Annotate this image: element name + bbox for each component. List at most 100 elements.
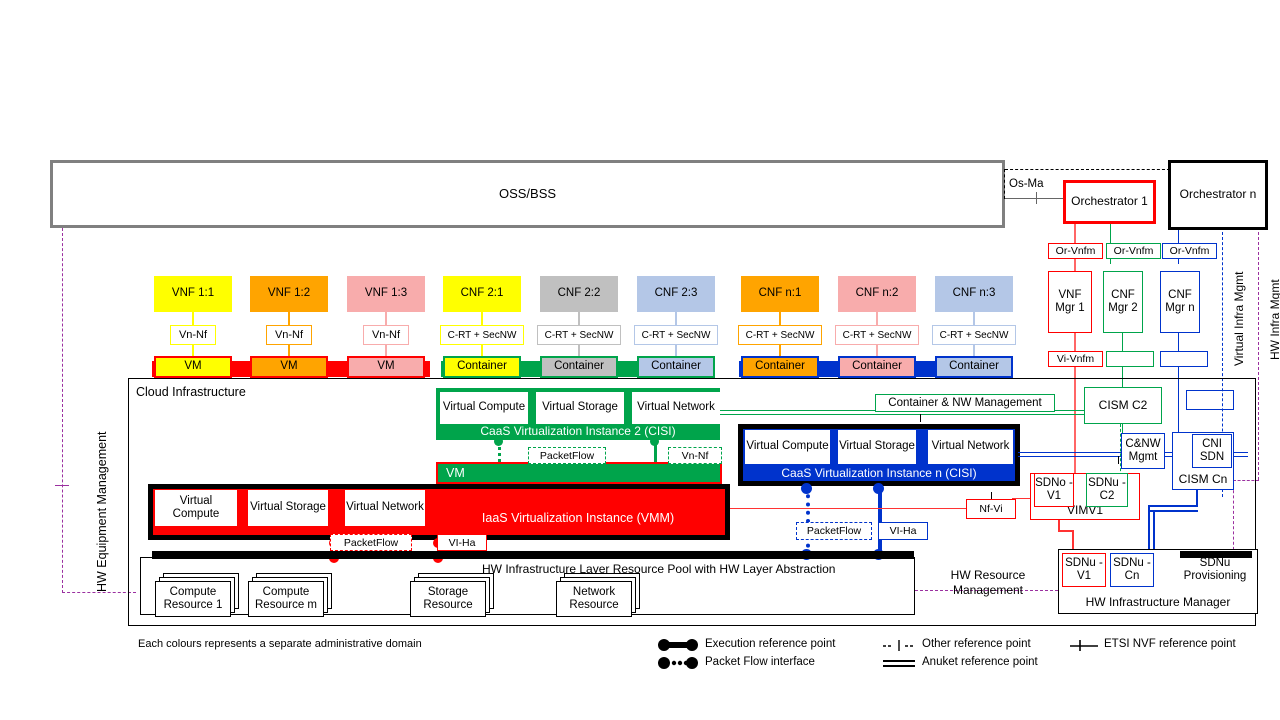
cisi2-virtual-network[interactable]: Virtual Network [632, 392, 720, 424]
cisin-vi-ha-rp: VI-Ha [878, 522, 928, 540]
nf-vi-line-left [730, 508, 1012, 509]
hw-pool-box [140, 557, 915, 615]
nf-vi-rp: Nf-Vi [966, 499, 1016, 519]
reference-point-label: Vn-Nf [371, 329, 401, 341]
hw-resource-compute-resource-m[interactable]: Compute Resource m [248, 581, 324, 617]
sdno-v1-label: SDNo -V1 [1035, 476, 1073, 502]
function-box-label: VNF 1:3 [364, 287, 408, 300]
or-vnfm-2-rp: Or-Vnfm [1106, 243, 1161, 259]
cisin-virtual-storage[interactable]: Virtual Storage [838, 430, 916, 464]
reference-point-label: C-RT + SecNW [842, 329, 912, 341]
base-box-vm-3[interactable]: VM [347, 356, 425, 378]
base-box-container-5[interactable]: Container [540, 356, 618, 378]
sdnu-cn-box[interactable]: SDNu -Cn [1110, 553, 1154, 587]
cni-sdn-label: CNI SDN [1199, 437, 1225, 463]
iaas-virtual-network[interactable]: Virtual Network [345, 490, 425, 526]
cnw-tick [920, 414, 921, 422]
sdnu-provisioning-label: SDNu Provisioning [1183, 556, 1247, 582]
sdno-v1-box[interactable]: SDNo -V1 [1034, 473, 1074, 507]
function-box-cnf-2-2[interactable]: CNF 2:2 [540, 276, 618, 312]
hw-resource-storage-resource[interactable]: Storage Resource [410, 581, 486, 617]
function-box-vnf-1-1[interactable]: VNF 1:1 [154, 276, 232, 312]
reference-point-label: C-RT + SecNW [745, 329, 815, 341]
iaas-virtual-compute-label: Virtual Compute [172, 494, 220, 520]
function-box-cnf-n-3[interactable]: CNF n:3 [935, 276, 1013, 312]
iaas-virtual-compute[interactable]: Virtual Compute [155, 490, 237, 526]
base-box-label: Container [554, 360, 604, 373]
function-box-label: CNF n:3 [952, 287, 996, 300]
packet-flow-interface-icon [658, 657, 698, 669]
hw-infra-mgmt-label: HW Infra Mgmt [1268, 279, 1280, 360]
ossbss-dashed-riser [1004, 169, 1005, 199]
orchestrator-1-box[interactable]: Orchestrator 1 [1063, 180, 1156, 224]
orchestrator-n-box[interactable]: Orchestrator n [1168, 160, 1268, 230]
reference-point-label: C-RT + SecNW [544, 329, 614, 341]
reference-point-c-rt-secnw: C-RT + SecNW [634, 325, 718, 345]
or-vnfm-3-label: Or-Vnfm [1169, 245, 1210, 257]
cisi2-vm-bar[interactable]: VM [436, 462, 722, 484]
function-box-label: CNF n:1 [758, 287, 802, 300]
cisi2-virtual-storage[interactable]: Virtual Storage [536, 392, 624, 424]
cisi2-packetflow-label: PacketFlow [539, 449, 595, 462]
base-box-label: Container [949, 360, 999, 373]
hw-infra-mgmt-jog-h [1233, 480, 1259, 481]
base-box-container-9[interactable]: Container [935, 356, 1013, 378]
iaas-virtual-storage[interactable]: Virtual Storage [248, 490, 328, 526]
vi-vnfm-3-rp [1160, 351, 1208, 367]
function-box-vnf-1-3[interactable]: VNF 1:3 [347, 276, 425, 312]
cismcn-down-b [1196, 490, 1198, 506]
cni-sdn-box[interactable]: CNI SDN [1192, 434, 1232, 468]
nf-vi-label: Nf-Vi [979, 503, 1003, 515]
function-box-cnf-n-2[interactable]: CNF n:2 [838, 276, 916, 312]
other-reference-point-icon [883, 640, 915, 651]
cisi2-virtual-compute[interactable]: Virtual Compute [440, 392, 528, 424]
base-box-container-6[interactable]: Container [637, 356, 715, 378]
function-box-cnf-2-3[interactable]: CNF 2:3 [637, 276, 715, 312]
sdnu-c2-box[interactable]: SDNu -C2 [1086, 473, 1128, 507]
cisin-packetflow-dot-top [801, 483, 812, 494]
vnf-mgr-1-box[interactable]: VNF Mgr 1 [1048, 271, 1092, 333]
cloud-infrastructure-box [128, 378, 1256, 626]
ossbss-label: OSS/BSS [498, 185, 557, 201]
sdnu-v1-box[interactable]: SDNu -V1 [1062, 553, 1106, 587]
sdnu-provisioning-bar [1180, 551, 1252, 558]
hw-equipment-management-label: HW Equipment Management [95, 431, 109, 593]
base-box-label: Container [755, 360, 805, 373]
ossbss-box[interactable]: OSS/BSS [50, 160, 1005, 228]
function-box-cnf-n-1[interactable]: CNF n:1 [741, 276, 819, 312]
cisin-virtual-storage-label: Virtual Storage [839, 440, 915, 453]
sdnu-provisioning-box: SDNu Provisioning [1174, 553, 1256, 587]
os-ma-label: Os-Ma [1009, 178, 1044, 190]
function-box-label: CNF 2:3 [654, 287, 698, 300]
sdnu-v1-label: SDNu -V1 [1065, 556, 1103, 582]
vi-vnfm-1-rp: Vi-Vnfm [1048, 351, 1103, 367]
base-box-label: Container [852, 360, 902, 373]
os-ma-line [1005, 198, 1070, 199]
cnf-mgr-n-box[interactable]: CNF Mgr n [1160, 271, 1200, 333]
cnf-mgr-2-box[interactable]: CNF Mgr 2 [1103, 271, 1143, 333]
cisin-virtual-compute[interactable]: Virtual Compute [745, 430, 830, 464]
function-box-cnf-2-1[interactable]: CNF 2:1 [443, 276, 521, 312]
cisi2-vm-label: VM [446, 465, 465, 480]
hw-resource-compute-resource-1[interactable]: Compute Resource 1 [155, 581, 231, 617]
base-box-vm-1[interactable]: VM [154, 356, 232, 378]
cisi2-to-cnw-line-b [718, 414, 1110, 415]
anuket-reference-point-icon [883, 660, 915, 667]
function-box-vnf-1-2[interactable]: VNF 1:2 [250, 276, 328, 312]
reference-point-label: Vn-Nf [274, 329, 304, 341]
base-box-container-8[interactable]: Container [838, 356, 916, 378]
base-box-vm-2[interactable]: VM [250, 356, 328, 378]
cnw-mgmt-box[interactable]: C&NW Mgmt [1121, 433, 1165, 469]
base-box-container-4[interactable]: Container [443, 356, 521, 378]
hw-pool-top-bar [152, 551, 914, 559]
legend-other-reference-point-label: Other reference point [922, 638, 1031, 650]
cism-c2-box[interactable]: CISM C2 [1084, 387, 1162, 424]
ossbss-orchestrator-n-dashed-line [1005, 169, 1170, 170]
base-box-container-7[interactable]: Container [741, 356, 819, 378]
cisin-virtual-network[interactable]: Virtual Network [928, 430, 1013, 464]
reference-point-c-rt-secnw: C-RT + SecNW [738, 325, 822, 345]
function-box-label: CNF n:2 [855, 287, 899, 300]
reference-point-c-rt-secnw: C-RT + SecNW [537, 325, 621, 345]
hw-resource-network-resource[interactable]: Network Resource [556, 581, 632, 617]
cisin-virtual-compute-label: Virtual Compute [746, 440, 829, 453]
